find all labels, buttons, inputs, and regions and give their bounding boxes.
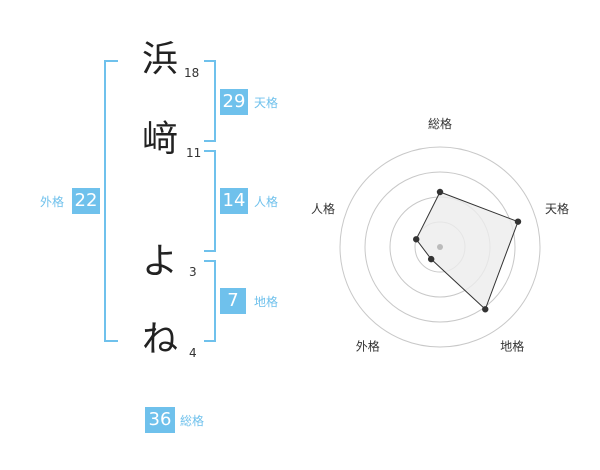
radar-axis-label: 人格 [311, 201, 335, 216]
gaikaku-label: 外格 [40, 195, 65, 209]
radar-point [413, 236, 420, 243]
radar-center-point [437, 244, 443, 250]
chikaku-bracket [204, 260, 216, 342]
tenkaku-bracket [204, 60, 216, 142]
tenkaku-value: 29 [220, 89, 248, 115]
jinkaku-value: 14 [220, 188, 248, 214]
soukaku-value: 36 [145, 407, 175, 433]
stroke-count-2: 11 [186, 146, 202, 160]
radar-point [436, 188, 444, 196]
radar-point [427, 255, 435, 263]
chikaku-label: 地格 [254, 295, 279, 309]
radar-grid-ring [339, 146, 541, 348]
name-char-1: 浜 [141, 39, 178, 80]
radar-axis-label: 外格 [356, 339, 380, 354]
radar-point [514, 218, 522, 225]
radar-polygon [415, 191, 519, 311]
name-char-4: ね [141, 319, 178, 360]
radar-axis-label: 地格 [500, 339, 524, 354]
radar-axis-label: 天格 [545, 201, 569, 216]
radar-point [482, 306, 489, 313]
stroke-count-1: 18 [184, 66, 200, 80]
soukaku-label: 総格 [180, 414, 205, 428]
radar-grid-ring [364, 171, 516, 323]
gaikaku-bracket [104, 60, 118, 342]
radar-axis-label: 総格 [428, 116, 452, 131]
jinkaku-label: 人格 [254, 195, 279, 209]
name-char-2: 﨑 [141, 119, 178, 160]
stroke-count-3: 3 [189, 265, 197, 279]
name-char-3: よ [141, 241, 178, 282]
gaikaku-value: 22 [72, 188, 100, 214]
jinkaku-bracket [204, 150, 216, 252]
tenkaku-label: 天格 [254, 96, 279, 110]
chikaku-value: 7 [220, 288, 246, 314]
stroke-count-4: 4 [189, 346, 197, 360]
